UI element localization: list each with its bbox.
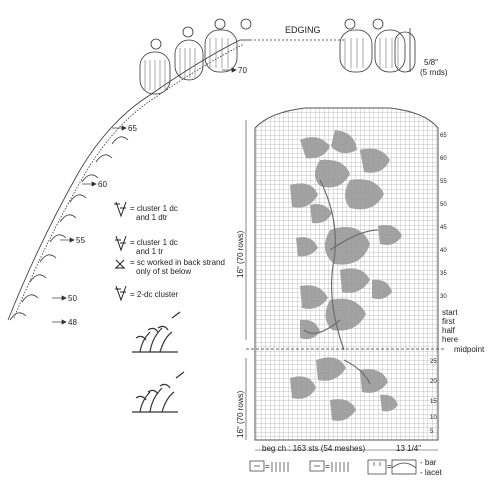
edging-crowns — [150, 18, 384, 50]
chart-row-20: 20 — [430, 379, 437, 385]
edging-row-55: 55 — [76, 236, 85, 245]
start-note-3: half — [442, 326, 455, 335]
key-equals-2: = — [325, 462, 330, 471]
edging-row-70: 70 — [238, 66, 247, 75]
legend-sc-back-strand-line2: only of st below — [136, 267, 192, 276]
base-chain-label: beg ch : 163 sts (54 meshes) — [262, 444, 366, 453]
chart-row-5: 5 — [430, 429, 434, 435]
chart-row-30: 30 — [440, 294, 447, 300]
row-marker-arrows — [52, 67, 237, 325]
edging-row-48: 48 — [68, 318, 77, 327]
2dc-cluster-icon — [115, 285, 127, 302]
legend-cluster-1dc-1dtr-line1: = cluster 1 dc — [130, 204, 178, 213]
midpoint-label: midpoint — [454, 345, 485, 354]
edging-depth: 5/8" — [424, 58, 438, 67]
chart-row-45: 45 — [440, 225, 447, 231]
edging-title: EDGING — [285, 25, 321, 35]
key-lacet-label: - lacet — [420, 468, 442, 477]
key-equals-3: = — [387, 462, 392, 471]
sc-back-strand-icon — [115, 259, 125, 269]
vine-stems — [303, 179, 379, 385]
chart-row-15: 15 — [430, 399, 437, 405]
cluster-1dc-1tr-icon — [115, 235, 127, 252]
flower-motif — [290, 130, 402, 421]
edging-row-60: 60 — [98, 180, 107, 189]
cluster-1dc-1dtr-icon — [114, 201, 127, 218]
legend-2dc-cluster-line1: = 2-dc cluster — [130, 290, 179, 299]
chart-row-50: 50 — [440, 202, 447, 208]
legend-cluster-1dc-1tr-line1: = cluster 1 dc — [130, 238, 178, 247]
edging-stitches — [144, 38, 399, 90]
stitch-illustration-top — [132, 311, 181, 353]
edging-row-50: 50 — [68, 294, 77, 303]
chart-row-65: 65 — [440, 133, 447, 139]
chart-row-10: 10 — [430, 415, 437, 421]
filet-chart — [245, 107, 446, 451]
mesh-square-icon — [367, 459, 387, 475]
bar-lacet-icon — [391, 459, 417, 475]
stitch-illustration-bottom — [132, 371, 185, 413]
edging-row-65: 65 — [128, 124, 137, 133]
key-equals-1: = — [265, 462, 270, 471]
chart-height-bottom: 16" (70 rows) — [236, 390, 245, 438]
legend-sc-back-strand-line1: = sc worked in back strand — [130, 258, 225, 267]
start-note-1: start — [442, 308, 458, 317]
chart-row-40: 40 — [440, 248, 447, 254]
chart-row-25: 25 — [430, 359, 437, 365]
start-note-2: first — [442, 317, 455, 326]
edging-curve — [7, 18, 416, 321]
start-note-4: here — [442, 335, 459, 344]
chart-height-top: 16" (70 rows) — [236, 230, 245, 278]
width-label: 13 1/4" — [396, 444, 422, 453]
chart-row-55: 55 — [440, 179, 447, 185]
edging-rounds: (5 rnds) — [420, 68, 448, 77]
legend-cluster-1dc-1tr-line2: and 1 tr — [136, 247, 164, 256]
key-bar-label: - bar — [420, 458, 437, 467]
chart-row-35: 35 — [440, 271, 447, 277]
edging-picots — [139, 29, 416, 95]
bar-icon — [249, 460, 265, 472]
legend-symbols — [114, 201, 127, 302]
chart-row-60: 60 — [440, 156, 447, 162]
key-symbols — [249, 459, 417, 475]
legend-cluster-1dc-1dtr-line2: and 1 dtr — [136, 213, 168, 222]
lacet-icon — [309, 460, 325, 472]
